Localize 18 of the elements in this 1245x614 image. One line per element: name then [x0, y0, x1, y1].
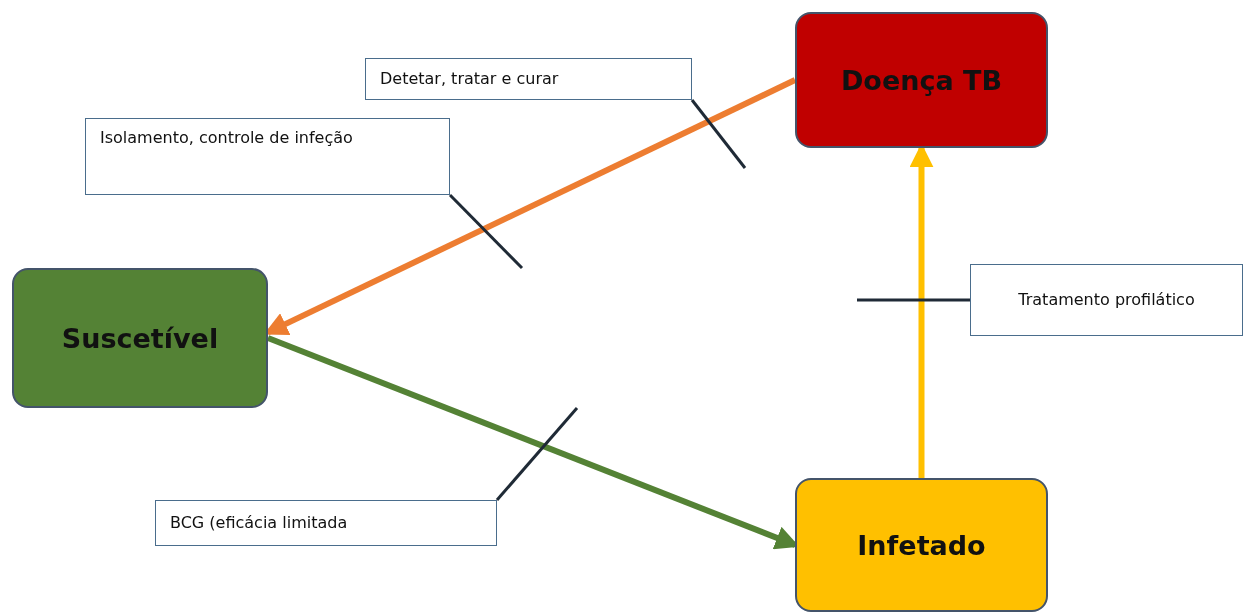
state-label: Infetado [857, 529, 986, 561]
state-label: Doença TB [840, 64, 1003, 96]
state-box [12, 268, 268, 408]
note-box [155, 500, 497, 546]
note-text: Isolamento, controle de infeção [100, 127, 353, 149]
note-box [970, 264, 1243, 336]
state-label: Suscetível [61, 322, 219, 354]
note-box [365, 58, 692, 100]
state-box [795, 12, 1048, 148]
leader-line [857, 298, 970, 302]
note-text: Detetar, tratar e curar [380, 68, 559, 91]
leader-line [448, 193, 524, 270]
note-text: Tratamento profilático [1018, 289, 1195, 312]
leader-line [495, 407, 579, 501]
note-box [85, 118, 450, 195]
leader-line [690, 99, 747, 169]
state-box [795, 478, 1048, 612]
note-text: BCG (eficácia limitada [170, 512, 348, 535]
